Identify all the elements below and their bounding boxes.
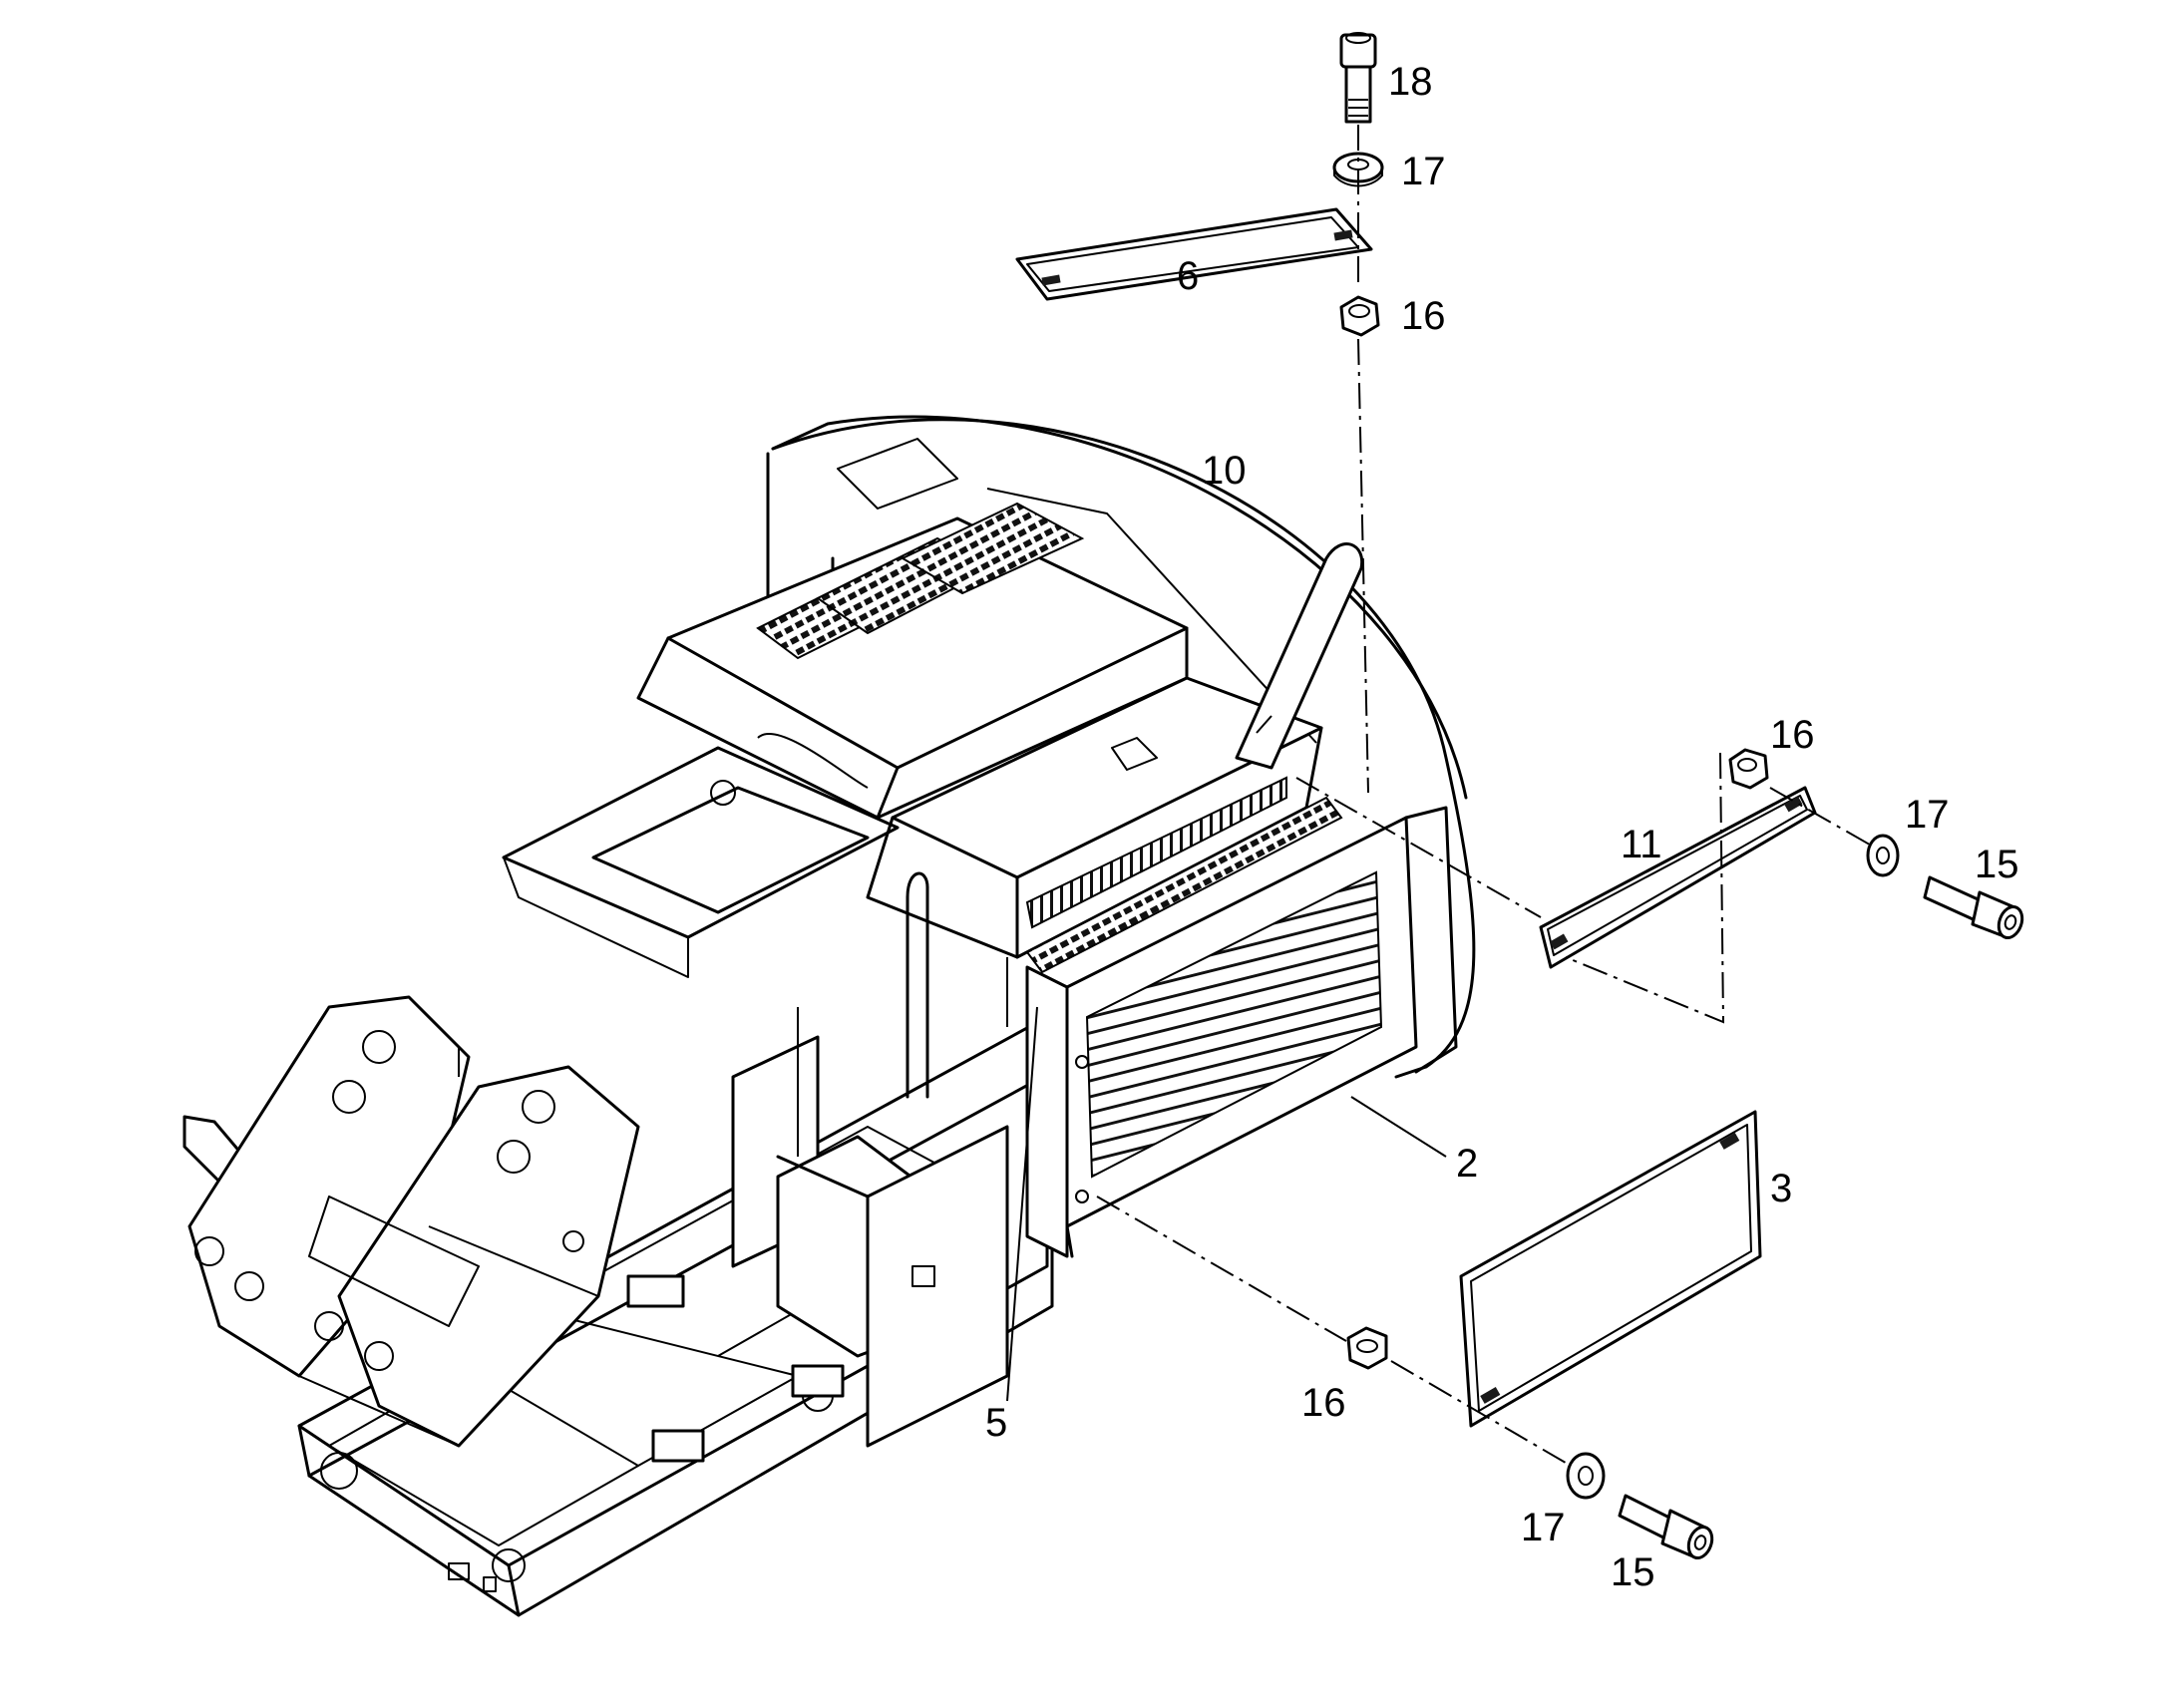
callout-10: 10 [1202,449,1247,493]
cover-plate-3 [1459,1110,1762,1428]
washer-17-bottom-icon [1566,1452,1606,1500]
cap-screw-18-icon [1339,32,1377,124]
callout-15-right: 15 [1975,843,2019,886]
cover-strip-11 [1539,786,1817,969]
callout-17-right: 17 [1905,793,1950,837]
callout-15-bottom: 15 [1611,1550,1655,1594]
callout-17: 17 [1401,150,1446,193]
hex-nut-16-right-icon [1728,748,1769,790]
callout-labels: 18 17 16 6 10 16 11 17 15 2 3 16 5 17 15 [985,60,2019,1594]
callout-6: 6 [1177,254,1199,298]
leader-lines [1006,715,1447,1402]
callout-3: 3 [1770,1167,1792,1210]
callout-17-bottom: 17 [1521,1506,1566,1549]
callout-16: 16 [1401,294,1446,338]
callout-5: 5 [985,1401,1007,1445]
cap-screw-15-bottom-icon [1618,1494,1714,1559]
assembly-axes [1096,125,1876,1467]
callout-16-right: 16 [1770,713,1815,757]
callout-11: 11 [1621,823,1662,866]
cap-screw-15-right-icon [1923,875,2024,939]
machine-frame-assembly [182,415,1476,1617]
hex-nut-16-bottom-icon [1346,1326,1388,1370]
callout-18: 18 [1388,60,1433,104]
hex-nut-16-icon [1339,295,1380,337]
callout-2: 2 [1456,1142,1478,1186]
callout-16-bottom: 16 [1301,1381,1346,1425]
washer-17-right-icon [1866,834,1900,877]
cover-strip-6 [1015,207,1373,301]
